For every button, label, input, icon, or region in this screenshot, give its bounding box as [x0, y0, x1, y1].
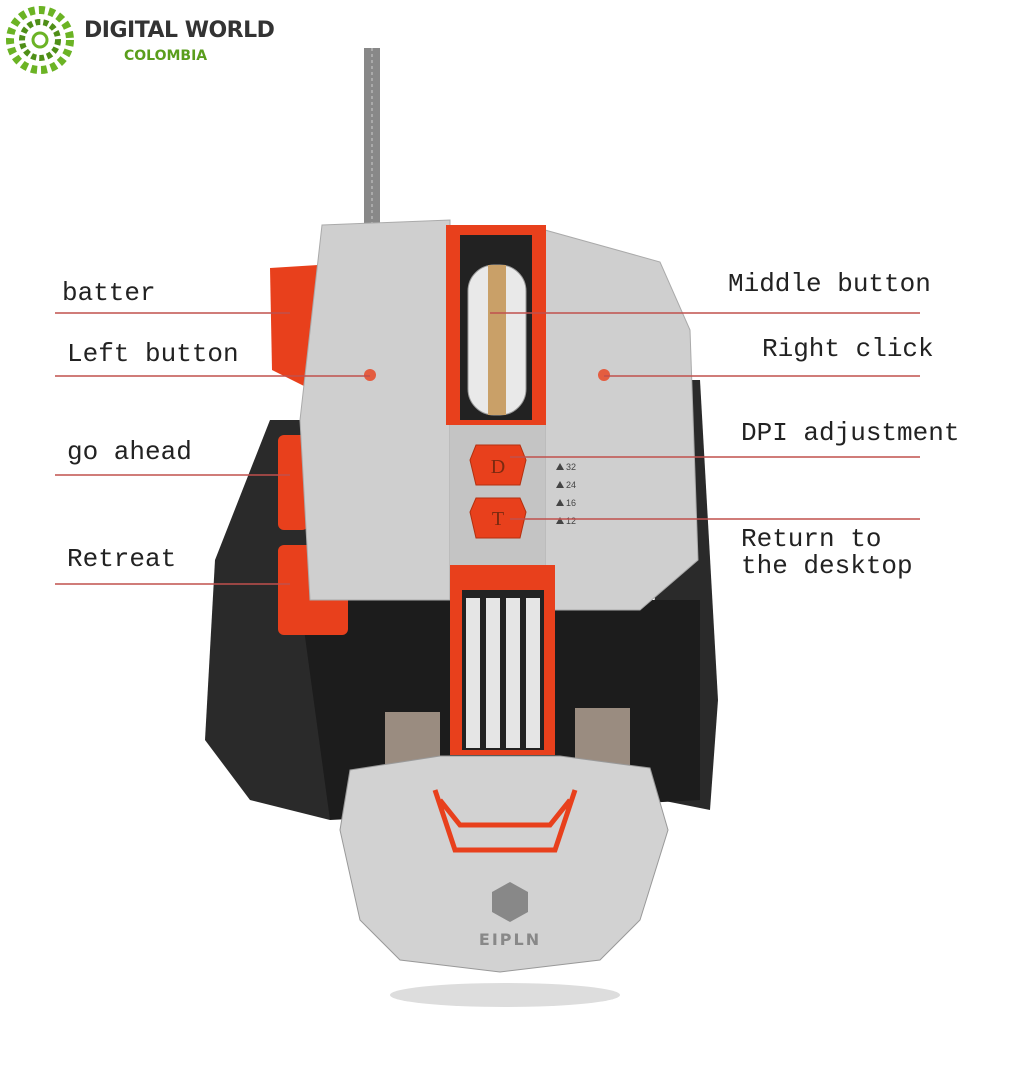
label-go-ahead: go ahead [67, 437, 192, 467]
label-batter: batter [62, 278, 156, 308]
label-dpi-adjustment: DPI adjustment [741, 418, 960, 448]
callout-lines [55, 312, 920, 585]
left-mouse-button[interactable] [299, 219, 451, 601]
right-mouse-button[interactable] [544, 229, 699, 611]
dpi-button-label: D [491, 456, 505, 478]
dpi-level: 12 [566, 516, 576, 526]
dpi-level: 32 [566, 462, 576, 472]
label-right-click: Right click [762, 334, 934, 364]
cable [364, 48, 380, 248]
spring [575, 708, 630, 768]
label-return-desktop-1: Return to [741, 524, 882, 554]
dpi-button[interactable]: D [469, 444, 527, 486]
palm-rest [339, 755, 669, 973]
logo-subtitle: COLOMBIA [124, 48, 208, 64]
logo-title: DIGITAL WORLD [84, 18, 275, 43]
dpi-indicator: 32 24 16 12 [556, 462, 576, 526]
label-return-desktop-2: the desktop [741, 551, 913, 581]
product-brand: EIPLN [479, 930, 541, 949]
battery-button[interactable] [270, 265, 318, 390]
logo-emblem [6, 6, 74, 74]
label-middle-button: Middle button [728, 269, 931, 299]
label-left-button: Left button [67, 339, 239, 369]
dpi-level: 16 [566, 498, 576, 508]
forward-side-button[interactable] [278, 435, 308, 530]
label-retreat: Retreat [67, 544, 177, 574]
turbo-button-label: T [492, 508, 504, 530]
turbo-button[interactable]: T [469, 497, 527, 539]
dpi-level: 24 [566, 480, 576, 490]
